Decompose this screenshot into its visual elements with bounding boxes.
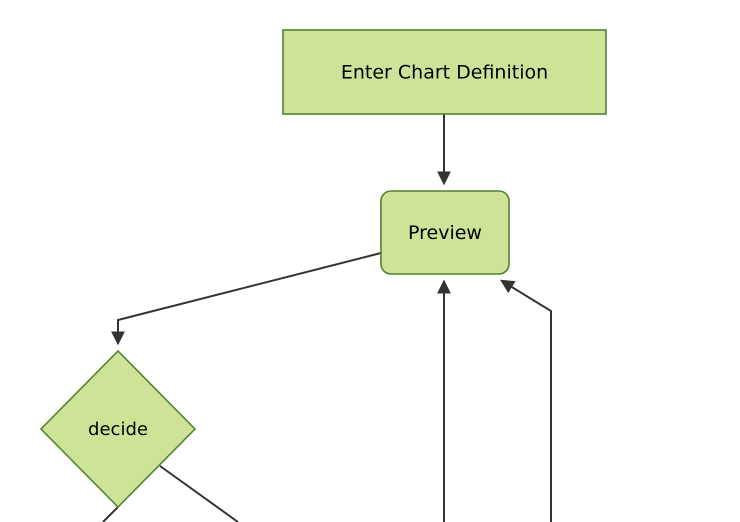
edge-return-right-to-preview xyxy=(500,279,552,522)
node-decide-shape[interactable] xyxy=(39,349,197,509)
node-decide[interactable]: decide xyxy=(39,349,197,509)
edge-preview-to-decide xyxy=(111,252,382,346)
edge-decide-to-lower-right xyxy=(159,465,239,522)
node-enter-shape[interactable] xyxy=(282,29,607,115)
node-preview-label: Preview xyxy=(408,222,482,244)
node-enter-chart-definition[interactable]: Enter Chart Definition xyxy=(282,29,607,115)
node-decide-label: decide xyxy=(88,419,148,440)
edge-layer xyxy=(102,114,552,522)
edge-decide-to-lower-left xyxy=(102,506,119,522)
node-preview[interactable]: Preview xyxy=(380,190,510,275)
node-enter-label: Enter Chart Definition xyxy=(341,62,548,84)
node-preview-shape[interactable] xyxy=(380,190,510,275)
node-layer: Enter Chart Definition Preview decide xyxy=(39,29,607,509)
